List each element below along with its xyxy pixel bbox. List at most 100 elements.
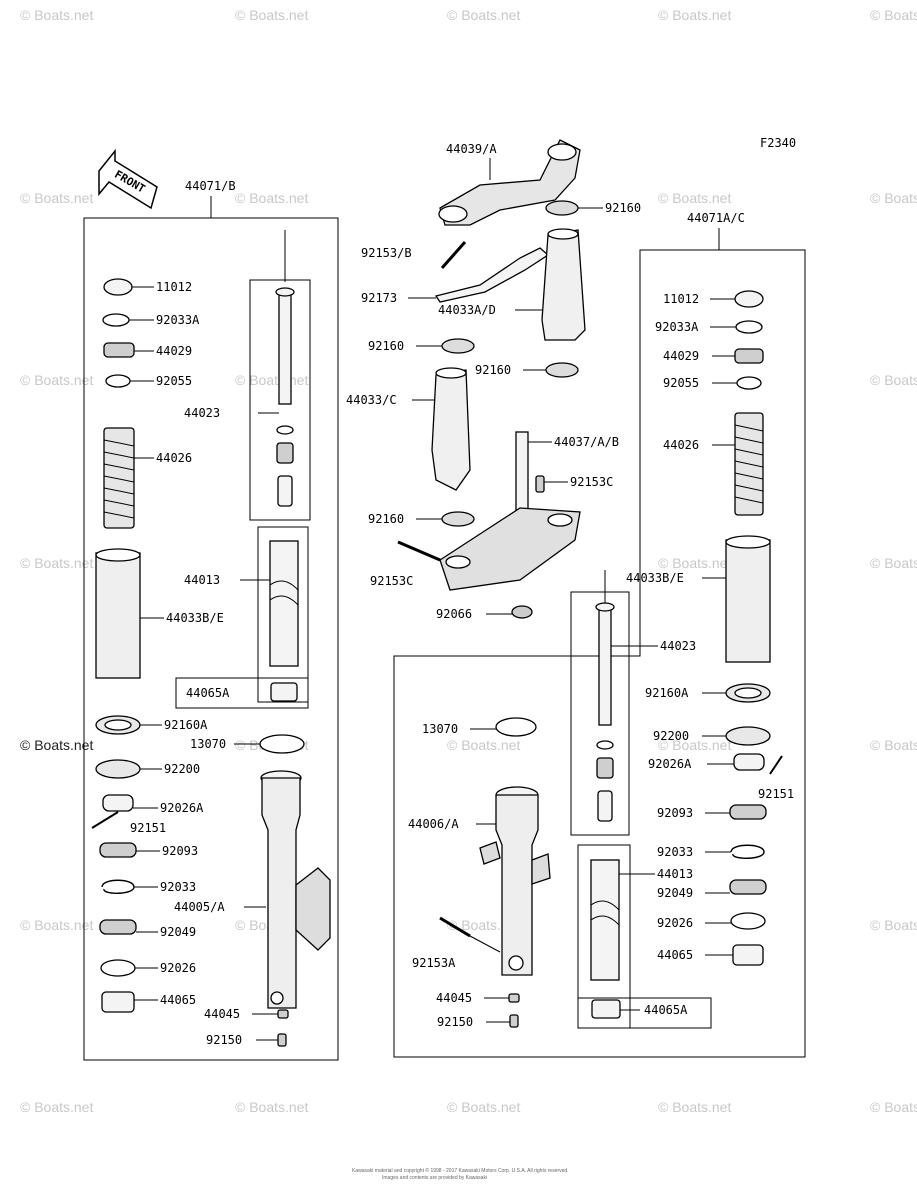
label-44005a: 44005/A bbox=[174, 900, 225, 914]
label-92151-right: 92151 bbox=[758, 787, 794, 801]
label-44026-right: 44026 bbox=[663, 438, 699, 452]
watermark: © Boats.net bbox=[447, 7, 520, 23]
label-92200-left: 92200 bbox=[164, 762, 200, 776]
label-92033a-right: 92033A bbox=[655, 320, 699, 334]
label-92049-left: 92049 bbox=[160, 925, 196, 939]
label-13070-left: 13070 bbox=[190, 737, 226, 751]
front-arrow-icon: FRONT bbox=[98, 148, 158, 210]
label-44029-right: 44029 bbox=[663, 349, 699, 363]
piston-subbox bbox=[175, 677, 309, 709]
label-44045-left: 44045 bbox=[204, 1007, 240, 1021]
right-fork-assembly: 44071A/C 11012 92033A 44029 92055 4 bbox=[393, 211, 806, 1058]
watermark: © Boats.net bbox=[235, 1099, 308, 1115]
spring-44026-right bbox=[734, 412, 764, 516]
label-92033-left: 92033 bbox=[160, 880, 196, 894]
label-44029: 44029 bbox=[156, 344, 192, 358]
left-assembly-box bbox=[83, 217, 339, 1061]
watermark: © Boats.net bbox=[20, 917, 93, 933]
label-92200-right: 92200 bbox=[653, 729, 689, 743]
label-92160-c: 92160 bbox=[368, 512, 404, 526]
watermark: © Boats.net bbox=[20, 737, 93, 753]
label-44039a: 44039/A bbox=[446, 142, 497, 156]
label-92093-left: 92093 bbox=[162, 844, 198, 858]
watermark: © Boats.net bbox=[870, 917, 917, 933]
left-fork-assembly: 44071/B 11012 92033A 44029 92055 bbox=[83, 179, 339, 1061]
label-44023-left: 44023 bbox=[184, 406, 220, 420]
label-92151-left: 92151 bbox=[130, 821, 166, 835]
watermark: © Boats.net bbox=[658, 190, 731, 206]
label-44023-right: 44023 bbox=[660, 639, 696, 653]
label-92026-left: 92026 bbox=[160, 961, 196, 975]
label-92160-a: 92160 bbox=[368, 339, 404, 353]
label-92055-right: 92055 bbox=[663, 376, 699, 390]
label-44033be-right: 44033B/E bbox=[626, 571, 684, 585]
label-92049-right: 92049 bbox=[657, 886, 693, 900]
spring-44026 bbox=[103, 427, 135, 529]
label-92033-right: 92033 bbox=[657, 845, 693, 859]
watermark: © Boats.net bbox=[658, 1099, 731, 1115]
label-92033a: 92033A bbox=[156, 313, 200, 327]
label-44065-left: 44065 bbox=[160, 993, 196, 1007]
fork-tube-subbox bbox=[249, 279, 311, 521]
label-92160a-right: 92160A bbox=[645, 686, 689, 700]
label-92173: 92173 bbox=[361, 291, 397, 305]
watermark: © Boats.net bbox=[870, 7, 917, 23]
watermark: © Boats.net bbox=[658, 7, 731, 23]
label-92026a-left: 92026A bbox=[160, 801, 204, 815]
label-92153c-b: 92153C bbox=[370, 574, 413, 588]
label-44037ab: 44037/A/B bbox=[554, 435, 619, 449]
label-92160-top: 92160 bbox=[605, 201, 641, 215]
label-44065a-left: 44065A bbox=[186, 686, 230, 700]
label-44026: 44026 bbox=[156, 451, 192, 465]
watermark: © Boats.net bbox=[20, 1099, 93, 1115]
label-44045-center: 44045 bbox=[436, 991, 472, 1005]
right-assembly-box bbox=[393, 249, 806, 1058]
watermark: © Boats.net bbox=[870, 737, 917, 753]
assembly-label-left: 44071/B bbox=[185, 179, 236, 193]
watermark: © Boats.net bbox=[870, 190, 917, 206]
label-44065-right: 44065 bbox=[657, 948, 693, 962]
label-92026a-right: 92026A bbox=[648, 757, 692, 771]
label-92153a: 92153A bbox=[412, 956, 456, 970]
watermark: © Boats.net bbox=[235, 7, 308, 23]
figure-code: F2340 bbox=[760, 136, 796, 150]
label-92093-right: 92093 bbox=[657, 806, 693, 820]
watermark: © Boats.net bbox=[870, 1099, 917, 1115]
label-44033be-left: 44033B/E bbox=[166, 611, 224, 625]
watermark: © Boats.net bbox=[870, 555, 917, 571]
label-44013-right: 44013 bbox=[657, 867, 693, 881]
watermark: © Boats.net bbox=[658, 555, 731, 571]
label-11012-right: 11012 bbox=[663, 292, 699, 306]
label-44013-left: 44013 bbox=[184, 573, 220, 587]
watermark: © Boats.net bbox=[447, 1099, 520, 1115]
label-92066: 92066 bbox=[436, 607, 472, 621]
watermark: © Boats.net bbox=[235, 372, 308, 388]
label-44065a-right: 44065A bbox=[644, 1003, 688, 1017]
watermark: © Boats.net bbox=[447, 737, 520, 753]
label-11012: 11012 bbox=[156, 280, 192, 294]
label-92160-b: 92160 bbox=[475, 363, 511, 377]
right-fork-tube-subbox bbox=[570, 591, 630, 836]
watermark: © Boats.net bbox=[20, 190, 93, 206]
label-92153b: 92153/B bbox=[361, 246, 412, 260]
assembly-label-right: 44071A/C bbox=[687, 211, 745, 225]
label-92150-center: 92150 bbox=[437, 1015, 473, 1029]
watermark: © Boats.net bbox=[658, 737, 731, 753]
watermark: © Boats.net bbox=[870, 372, 917, 388]
label-44033ad: 44033A/D bbox=[438, 303, 496, 317]
watermark: © Boats.net bbox=[20, 372, 93, 388]
label-92160a-left: 92160A bbox=[164, 718, 208, 732]
label-92055: 92055 bbox=[156, 374, 192, 388]
outer-tube-44006a bbox=[479, 786, 551, 976]
label-92153c-a: 92153C bbox=[570, 475, 613, 489]
label-92150-left: 92150 bbox=[206, 1033, 242, 1047]
label-92026-right: 92026 bbox=[657, 916, 693, 930]
copyright-line-2: Images and contents are provided by Kawa… bbox=[382, 1175, 487, 1181]
label-13070-center: 13070 bbox=[422, 722, 458, 736]
watermark: © Boats.net bbox=[235, 190, 308, 206]
label-44006a: 44006/A bbox=[408, 817, 459, 831]
copyright-line-1: Kawasaki material and copyright © 1998 -… bbox=[352, 1167, 569, 1174]
center-steering-assembly: 44039/A 92160 92153/B 92173 44033A/D 921… bbox=[346, 139, 641, 621]
label-44033c: 44033/C bbox=[346, 393, 397, 407]
